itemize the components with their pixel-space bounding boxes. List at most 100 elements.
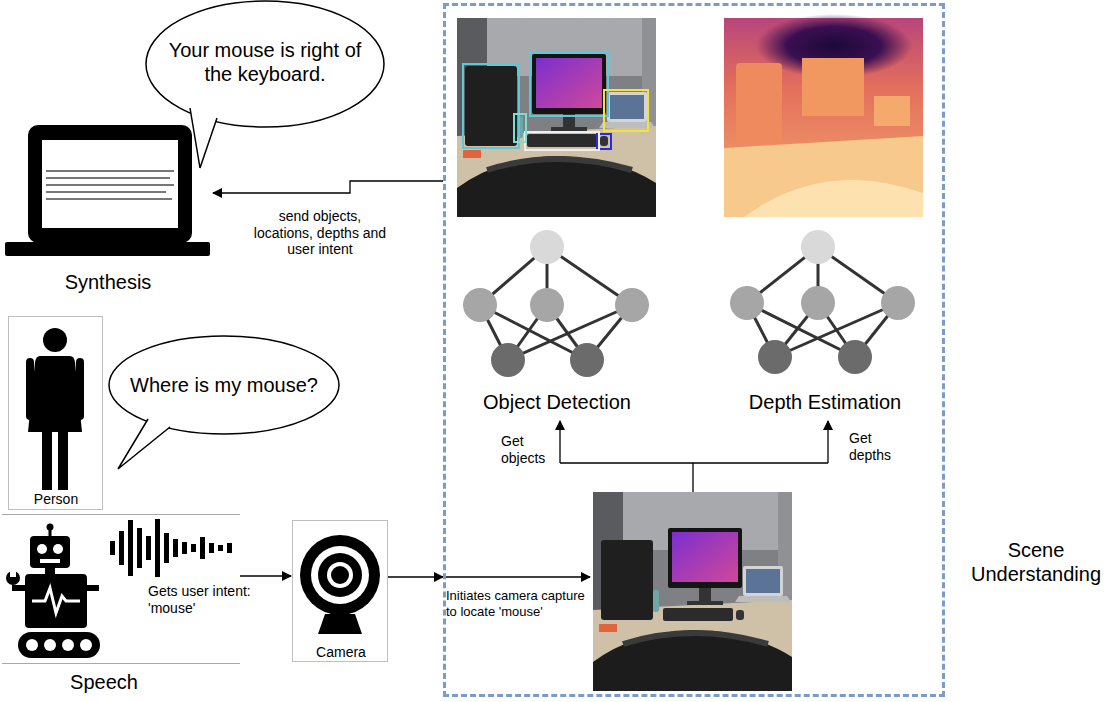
camera-icon (318, 553, 362, 597)
detection-photo (463, 64, 519, 148)
detection-photo (525, 132, 599, 150)
depth-map (802, 58, 864, 116)
robot-icon (18, 632, 100, 658)
flow-arrow (388, 576, 443, 577)
person-figure (76, 358, 84, 420)
robot-icon (47, 524, 54, 531)
flow-line (443, 576, 590, 577)
node-text: Where is my mouse? (122, 373, 327, 397)
node-text: Camera (296, 644, 386, 661)
synthesis-box: Synthesis (5, 125, 212, 297)
detection-photo (514, 114, 526, 142)
neural-network (530, 230, 564, 264)
camera-icon (327, 562, 353, 588)
sound-waveform (110, 519, 232, 577)
depth-map (724, 136, 923, 217)
person-figure (42, 430, 52, 490)
edge-label: send objects, locations, depths and user… (250, 208, 390, 258)
camera-icon (300, 535, 380, 615)
robot-icon (30, 536, 70, 568)
robot-icon (45, 568, 55, 574)
neural-network (530, 288, 564, 322)
neural-network (881, 286, 915, 320)
sound-waveform (200, 537, 205, 559)
person-figure (43, 328, 67, 352)
model-box: Depth Estimation (715, 225, 925, 417)
neural-network (508, 305, 632, 360)
sound-waveform (164, 533, 169, 563)
flow-line (560, 462, 828, 463)
sound-waveform (227, 543, 232, 553)
node-text: Depth Estimation (723, 390, 928, 414)
bubble-outline (109, 336, 339, 434)
node-text: Synthesis (8, 270, 208, 294)
laptop-icon (46, 184, 174, 186)
neural-network (463, 288, 497, 322)
model-box: Object Detection (455, 225, 660, 417)
person-figure (26, 328, 84, 490)
detection-photo (530, 52, 608, 116)
robot-icon (87, 585, 99, 591)
neural-network (480, 247, 632, 360)
flow-arrow (213, 181, 443, 193)
camera-icon (300, 535, 380, 634)
neural-network (801, 230, 835, 264)
sound-waveform (191, 544, 196, 552)
camera-icon (311, 546, 369, 604)
robot-icon (80, 639, 92, 651)
bubble-outline (146, 1, 384, 127)
sound-waveform (173, 539, 178, 557)
camera-box: Camera (292, 520, 388, 662)
flow-line (692, 463, 693, 492)
bubble-tail (190, 108, 217, 168)
laptop-icon (5, 125, 210, 256)
sound-waveform (146, 536, 151, 560)
laptop-icon (42, 140, 178, 228)
detection-photo (604, 90, 648, 131)
sound-waveform (128, 520, 133, 576)
flow-line (443, 421, 828, 577)
edge-label: Gets user intent: 'mouse' (148, 583, 266, 617)
sound-waveform (209, 543, 214, 553)
speech-bubble: Your mouse is right of the keyboard. (145, 0, 385, 128)
robot-icon (62, 639, 74, 651)
node-text: Speech (14, 670, 194, 694)
edge-label: Initiates camera capture to locate 'mous… (446, 588, 591, 619)
camera-icon (331, 566, 349, 584)
flow-arrow (240, 575, 291, 576)
sound-waveform (155, 519, 160, 577)
laptop-icon (46, 191, 166, 193)
neural-network (775, 303, 898, 357)
robot-icon (25, 574, 87, 628)
speech-bubble: Where is my mouse? (108, 335, 340, 435)
robot-icon (53, 544, 63, 554)
depth-map (736, 63, 782, 143)
robot-icon (40, 559, 60, 563)
neural-network (747, 247, 898, 357)
laptop-icon (28, 125, 192, 243)
person-figure (58, 430, 68, 490)
sound-waveform (218, 545, 223, 551)
node-text: Scene Understanding (969, 538, 1104, 586)
node-text: Your mouse is right of the keyboard. (159, 38, 371, 86)
neural-network (838, 340, 872, 374)
robot-icon (6, 524, 100, 659)
robot-icon (12, 585, 26, 591)
sound-waveform (119, 531, 124, 565)
node-text: Object Detection (457, 390, 657, 414)
annotation-label: Get objects (501, 433, 556, 467)
neural-network (730, 286, 764, 320)
robot-icon (44, 639, 56, 651)
laptop-icon (46, 177, 170, 179)
neural-network (730, 230, 915, 374)
person-figure (28, 356, 82, 432)
detection-photo (463, 52, 648, 150)
robot-icon (37, 544, 47, 554)
robot-icon (32, 588, 80, 613)
laptop-icon (46, 198, 172, 200)
captured-photo (593, 492, 792, 691)
depth-map (744, 180, 923, 217)
sound-waveform (110, 541, 115, 555)
neural-network (491, 343, 525, 377)
